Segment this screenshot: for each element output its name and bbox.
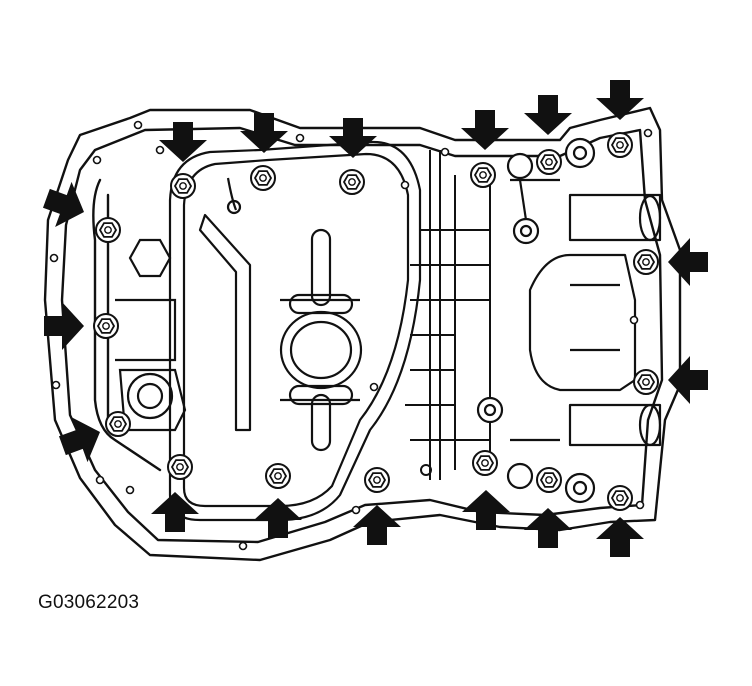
bolt bbox=[607, 132, 633, 158]
right-arrow-icon bbox=[44, 302, 84, 350]
mount-bosses bbox=[476, 137, 596, 504]
bolt bbox=[364, 467, 390, 493]
up-arrow-icon bbox=[462, 490, 510, 530]
bolt bbox=[167, 454, 193, 480]
stiffener-ribs bbox=[405, 150, 491, 480]
up-arrow-icon bbox=[353, 505, 401, 545]
down-arrow-icon bbox=[329, 118, 377, 158]
bolt bbox=[170, 173, 196, 199]
bolt bbox=[472, 450, 498, 476]
bolt bbox=[536, 149, 562, 175]
bolt bbox=[470, 162, 496, 188]
up-arrow-icon bbox=[151, 492, 199, 532]
bolt bbox=[105, 411, 131, 437]
bolt bbox=[95, 217, 121, 243]
left-arrow-icon bbox=[668, 238, 708, 286]
drain-plug bbox=[115, 238, 187, 432]
bolt bbox=[93, 313, 119, 339]
bolt bbox=[339, 169, 365, 195]
bolt bbox=[607, 485, 633, 511]
baffle-plate bbox=[168, 140, 422, 522]
figure-id-label: G03062203 bbox=[38, 592, 140, 613]
down-arrow-icon bbox=[596, 80, 644, 120]
bolt bbox=[633, 249, 659, 275]
right-arrow-icon bbox=[54, 409, 109, 469]
down-arrow-icon bbox=[240, 113, 288, 153]
bolt bbox=[265, 463, 291, 489]
oil-strainer bbox=[279, 228, 363, 452]
bolt-group bbox=[93, 132, 659, 511]
flange-holes bbox=[49, 120, 653, 551]
bolt bbox=[633, 369, 659, 395]
down-arrow-icon bbox=[461, 110, 509, 150]
bolt bbox=[250, 165, 276, 191]
down-arrow-icon bbox=[524, 95, 572, 135]
bolt bbox=[536, 467, 562, 493]
oil-pickup-tube bbox=[198, 177, 252, 432]
